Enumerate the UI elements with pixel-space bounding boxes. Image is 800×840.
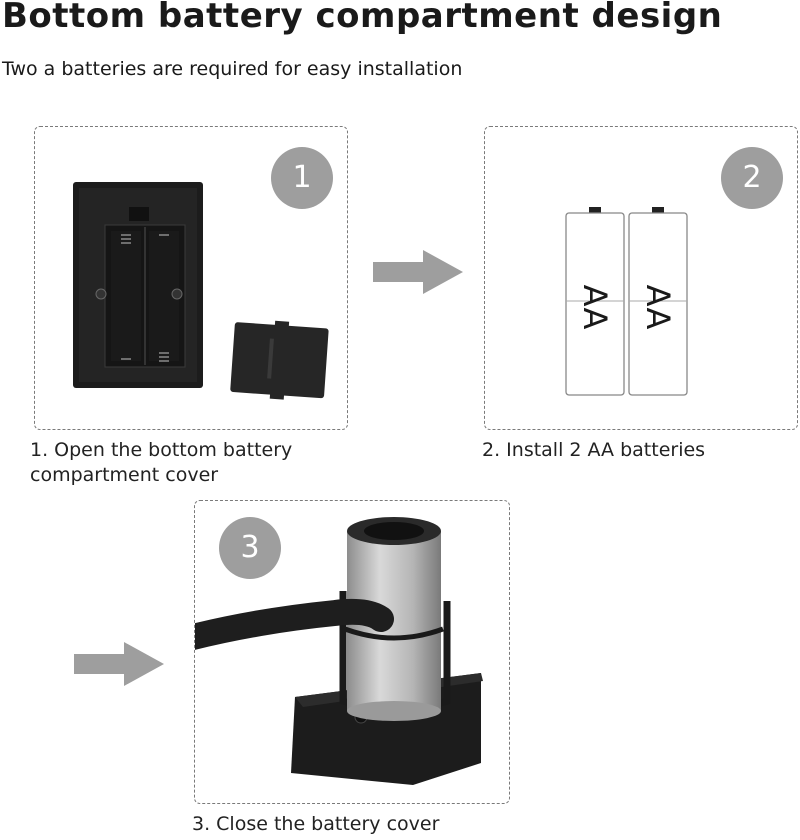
right-arrow-icon: [74, 642, 164, 686]
step-2-badge: 2: [721, 147, 783, 209]
right-arrow-icon: [373, 250, 463, 294]
close-battery-cover-illustration: [195, 517, 483, 785]
step-1-badge: 1: [271, 147, 333, 209]
battery-left-label: AA: [576, 284, 614, 330]
page-title: Bottom battery compartment design: [2, 0, 723, 36]
step-2-caption: 2. Install 2 AA batteries: [482, 439, 706, 461]
step-1-caption-line1: 1. Open the bottom battery: [30, 439, 293, 461]
step-3-caption: 3. Close the battery cover: [192, 813, 440, 835]
step-2-panel: AA AA 2: [484, 126, 798, 430]
step-1-caption-line2: compartment cover: [30, 464, 219, 486]
step-3-badge: 3: [219, 517, 281, 579]
battery-right-label: AA: [639, 284, 677, 330]
battery-left-illustration: [565, 207, 625, 396]
battery-right-illustration: [628, 207, 688, 396]
page-subtitle: Two a batteries are required for easy in…: [2, 58, 463, 80]
step-1-caption: 1. Open the bottom battery compartment c…: [30, 438, 292, 488]
open-battery-compartment-illustration: [73, 182, 329, 400]
step-3-panel: 3: [194, 500, 510, 804]
step-1-panel: 1: [34, 126, 348, 430]
